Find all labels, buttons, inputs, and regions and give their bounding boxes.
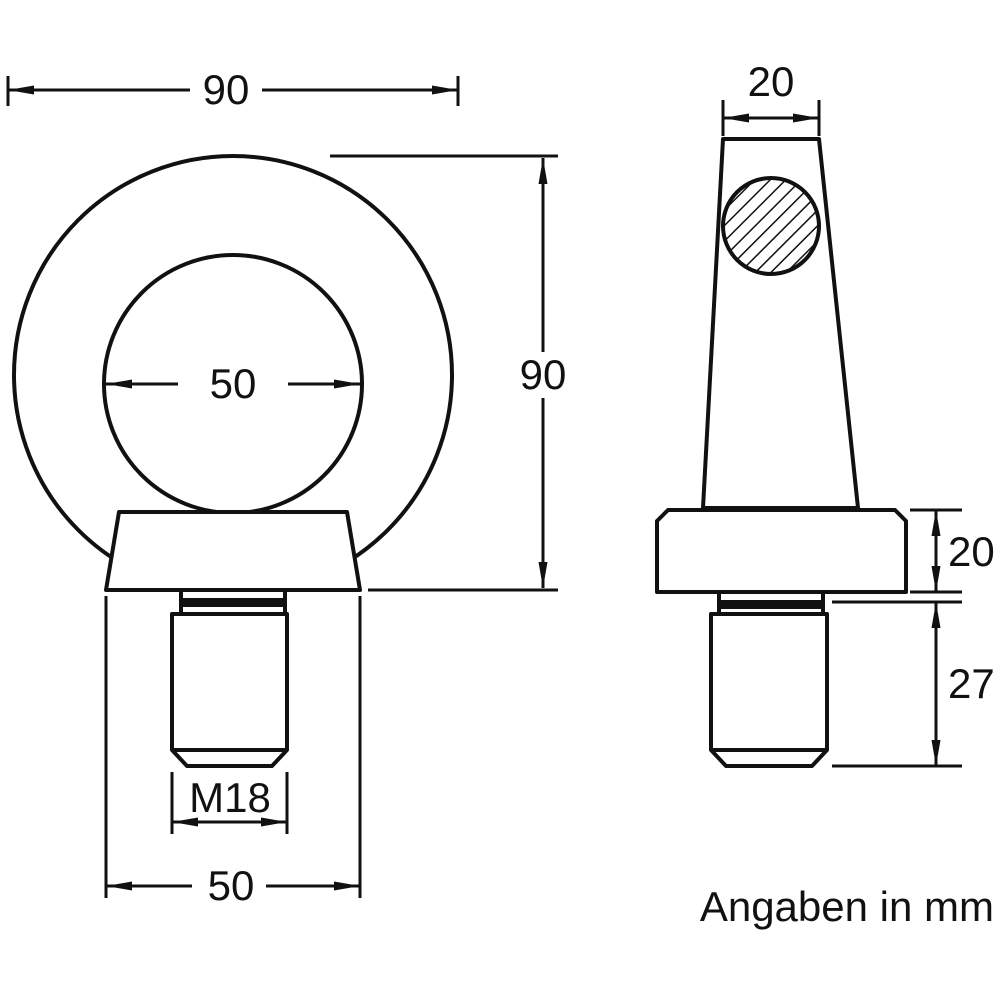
- dimension-collar-width: 50: [104, 596, 362, 909]
- dimension-eye-inner-diameter: 50: [106, 360, 360, 407]
- collar-side: [655, 508, 908, 594]
- threaded-shank-side: [709, 612, 829, 768]
- dim-label-collar-width: 50: [208, 862, 255, 909]
- undercut-groove-front: [181, 598, 285, 607]
- units-note: Angaben in mm: [700, 883, 994, 930]
- dimension-ring-bar-diameter: 20: [721, 58, 821, 136]
- dimension-thread-length: 27: [832, 600, 995, 768]
- dimension-thread: M18: [170, 772, 289, 834]
- threaded-shank-front: [170, 612, 289, 768]
- dimension-overall-height: 90: [330, 154, 567, 592]
- dim-label-eye-diameter: 50: [210, 360, 257, 407]
- side-view: [655, 137, 908, 768]
- dim-label-collar-height: 20: [948, 528, 995, 575]
- dimension-collar-height: 20: [910, 508, 995, 594]
- dimension-outer-width: 90: [6, 66, 460, 113]
- dim-label-ring-bar-diameter: 20: [748, 58, 795, 105]
- undercut-groove-side: [719, 600, 823, 609]
- dim-label-overall-height: 90: [520, 351, 567, 398]
- front-view: [12, 154, 454, 768]
- dim-label-outer-width: 90: [203, 66, 250, 113]
- dim-label-thread-length: 27: [948, 660, 995, 707]
- collar-front: [104, 510, 362, 592]
- dim-label-thread: M18: [189, 774, 271, 821]
- ring-bar-cross-section-hatched: [721, 176, 821, 276]
